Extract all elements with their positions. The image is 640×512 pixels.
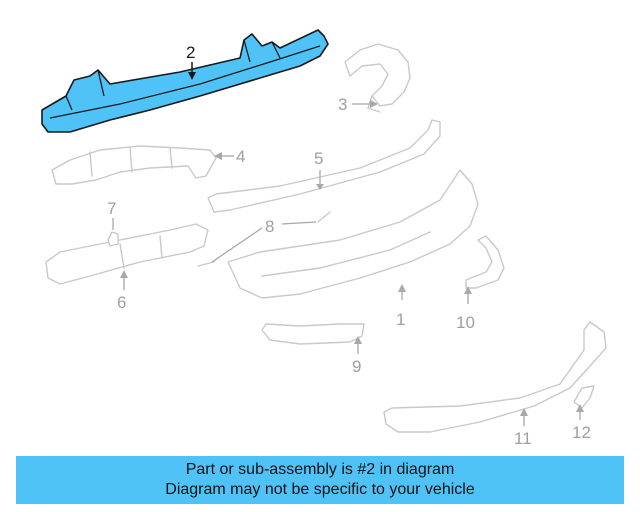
part-3-bracket: 3 [338,43,411,114]
callout-3: 3 [338,95,347,114]
part-2-impact-bar[interactable]: 2 [41,29,329,133]
part-7-clip: 7 [107,199,119,247]
part-1-bumper-cover: 1 [227,169,479,329]
callout-8: 8 [265,217,274,236]
callout-1: 1 [396,310,405,329]
callout-12: 12 [572,423,591,442]
callout-10: 10 [456,313,475,332]
banner-line-1: Part or sub-assembly is #2 in diagram [185,461,455,478]
banner-line-2: Diagram may not be specific to your vehi… [165,481,475,498]
part-10-molding: 10 [456,235,505,332]
callout-6: 6 [117,293,126,312]
part-4-absorber: 4 [51,145,245,185]
info-banner: Part or sub-assembly is #2 in diagram Di… [16,456,624,504]
callout-2: 2 [186,43,195,62]
parts-diagram: 3 4 5 6 7 8 1 [41,29,607,448]
part-6-reinforcement: 6 [45,223,209,312]
part-12-clip: 12 [572,385,595,442]
callout-11: 11 [514,429,532,448]
callout-7: 7 [107,199,116,218]
part-5-strip: 5 [207,119,441,213]
part-8-retainers: 8 [197,211,331,267]
part-9-lower-piece: 9 [261,323,365,376]
callout-9: 9 [352,357,361,376]
part-11-valance: 11 [383,321,607,448]
callout-4: 4 [236,147,245,166]
callout-5: 5 [314,149,323,168]
